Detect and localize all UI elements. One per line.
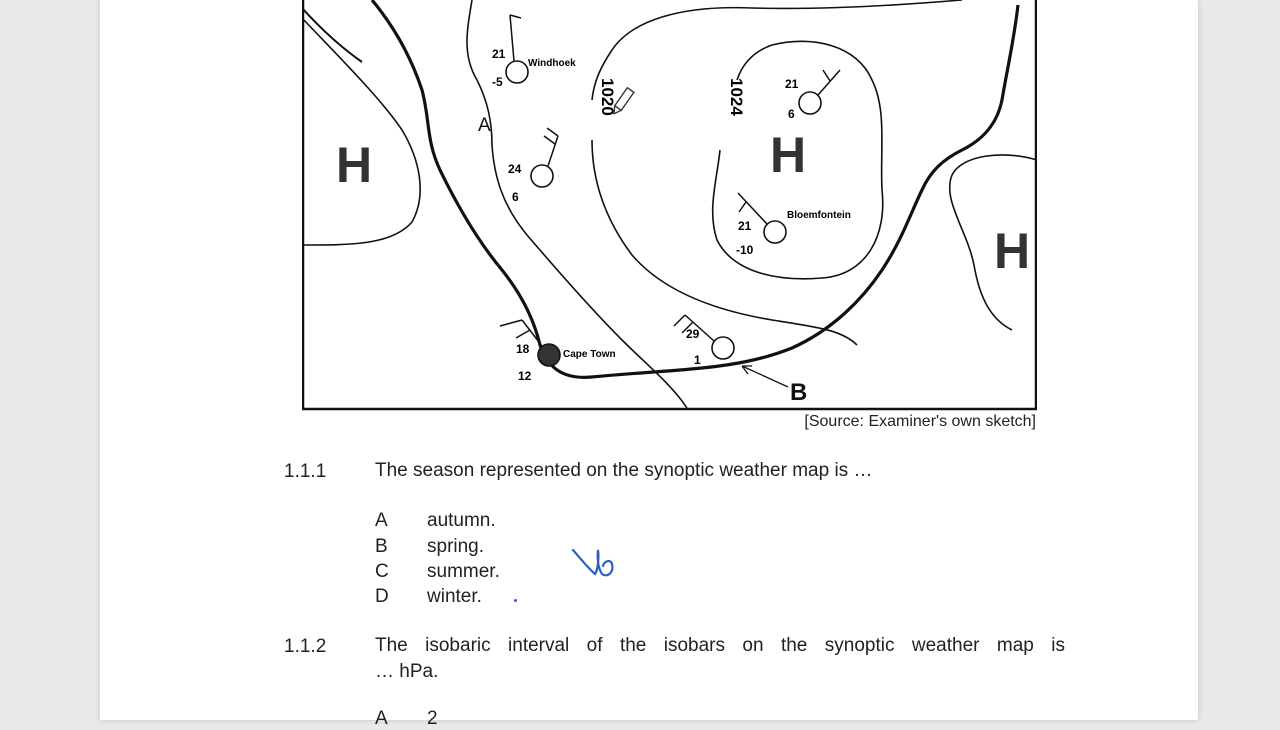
option-text-a: autumn.	[427, 510, 496, 531]
coast-left-edge	[302, 7, 363, 63]
station-windhoek: 21 -5 Windhoek	[492, 14, 576, 89]
station-29-1-dew: 1	[694, 353, 701, 367]
station-bloemfontein-name: Bloemfontein	[787, 210, 851, 221]
isobar-left-high	[302, 17, 421, 246]
question-number-1-1-2: 1.1.2	[284, 636, 327, 657]
station-29-1: 29 1	[673, 314, 735, 367]
station-21-6-dew: 6	[788, 107, 795, 121]
option-text-c: summer.	[427, 561, 500, 582]
point-label-a: A	[478, 115, 491, 136]
arrow-b	[741, 365, 789, 388]
coastline	[370, 0, 1020, 379]
map-source-caption: [Source: Examiner's own sketch]	[804, 413, 1036, 430]
station-cape-town: 18 12 Cape Town	[499, 319, 616, 383]
pen-dot	[514, 599, 517, 602]
isobar-a-line	[466, 0, 688, 409]
isobar-right-high	[948, 154, 1037, 331]
station-21-6-temp: 21	[785, 77, 799, 91]
option-letter-b: B	[375, 536, 388, 557]
station-windhoek-temp: 21	[492, 47, 506, 61]
question-text-1-1-2: The isobaric interval of the isobars on …	[375, 633, 1065, 685]
station-24-6-temp: 24	[508, 162, 522, 176]
station-21-6: 21 6	[785, 69, 841, 121]
station-windhoek-dew: -5	[492, 75, 503, 89]
station-24-6-dew: 6	[512, 190, 519, 204]
option-letter-a-1-1-2: A	[375, 708, 388, 729]
option-text-d: winter.	[427, 586, 482, 607]
high-label-left: H	[336, 137, 372, 193]
option-letter-a: A	[375, 510, 388, 531]
pencil-icon	[613, 86, 635, 115]
isobar-1020	[591, 0, 963, 346]
isobar-1020-top-left	[591, 49, 613, 101]
handwritten-answer-mark	[571, 548, 614, 577]
isobar-label-1024: 1024	[727, 78, 746, 116]
option-letter-c: C	[375, 561, 389, 582]
isobar-1024	[711, 40, 884, 280]
high-label-right: H	[994, 223, 1030, 279]
station-cape-town-dew: 12	[518, 369, 532, 383]
exam-page	[100, 0, 1198, 720]
station-bloemfontein: 21 -10 Bloemfontein	[736, 192, 851, 257]
station-bloemfontein-temp: 21	[738, 219, 752, 233]
station-cape-town-name: Cape Town	[563, 349, 616, 360]
isobar-label-1020: 1020	[598, 78, 617, 116]
option-letter-d: D	[375, 586, 389, 607]
station-24-6: 24 6	[508, 127, 559, 204]
high-label-center: H	[770, 127, 806, 183]
question-number-1-1-1: 1.1.1	[284, 461, 327, 482]
question-text-1-1-2-line2: … hPa.	[375, 661, 439, 682]
option-text-a-1-1-2: 2	[427, 708, 438, 729]
question-text-1-1-2-line1: The isobaric interval of the isobars on …	[375, 635, 1065, 656]
station-bloemfontein-dew: -10	[736, 243, 754, 257]
synoptic-weather-map: 1020 1024 H H H A B 21 -5 Windhoek 24 6 …	[302, 0, 1037, 411]
station-cape-town-temp: 18	[516, 342, 530, 356]
station-29-1-temp: 29	[686, 327, 700, 341]
option-text-b: spring.	[427, 536, 485, 557]
question-text-1-1-1: The season represented on the synoptic w…	[375, 460, 873, 481]
map-border	[302, 0, 1037, 411]
point-label-b: B	[790, 379, 807, 406]
station-windhoek-name: Windhoek	[528, 58, 576, 69]
